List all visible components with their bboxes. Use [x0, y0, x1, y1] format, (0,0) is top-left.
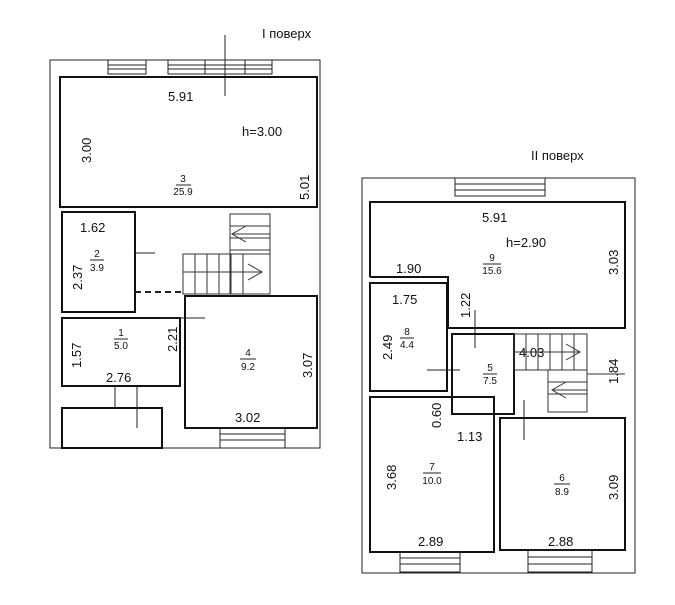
floor-2-plan	[361, 177, 636, 574]
room-8-area: 4.4	[400, 340, 414, 351]
room-6-width: 2.88	[548, 534, 573, 549]
room-1-outline	[61, 317, 181, 387]
stairs-length: 4.03	[519, 345, 544, 360]
floor-2-ceiling-height: h=2.90	[506, 235, 546, 250]
room-3-height: 3.00	[79, 138, 94, 163]
room-1-number: 1	[118, 328, 124, 339]
room-2-height: 2.37	[70, 265, 85, 290]
room-4-number: 4	[245, 348, 251, 359]
room-5-area: 7.5	[483, 376, 497, 387]
floor-1-ceiling-height: h=3.00	[242, 124, 282, 139]
room-1-area: 5.0	[114, 341, 128, 352]
room-8-height: 2.49	[380, 335, 395, 360]
room-8-width: 1.75	[392, 292, 417, 307]
room-2-outline	[61, 211, 136, 313]
room-1-side: 2.21	[165, 327, 180, 352]
room-3-side: 5.01	[297, 175, 312, 200]
floor-2-title: II поверх	[531, 148, 584, 163]
room-2-width: 1.62	[80, 220, 105, 235]
room-4-area: 9.2	[241, 362, 255, 373]
room-7-area: 10.0	[422, 476, 442, 487]
room-7-height: 3.68	[384, 465, 399, 490]
room-9-width: 5.91	[482, 210, 507, 225]
room-5-width: 1.13	[457, 429, 482, 444]
room-7-number: 7	[429, 462, 435, 473]
vestibule-outline	[61, 407, 163, 449]
room-3-outline	[59, 76, 318, 208]
room-2-number: 2	[94, 249, 100, 260]
room-6-area: 8.9	[555, 487, 569, 498]
room-6-number: 6	[559, 473, 565, 484]
floor-2-stairs	[513, 333, 625, 413]
room-5-side: 1.22	[458, 293, 473, 318]
room-2-area: 3.9	[90, 263, 104, 274]
room-7-width: 2.89	[418, 534, 443, 549]
room-8-outline	[369, 282, 448, 392]
floor-1-stairs	[182, 213, 271, 295]
room-9-number: 9	[489, 253, 495, 264]
room-6-bottom-window	[527, 549, 593, 573]
room-4-bottom-window	[219, 427, 286, 449]
room-6-height: 3.09	[606, 475, 621, 500]
floor-1-top-window	[107, 59, 273, 75]
room-1-height: 1.57	[69, 343, 84, 368]
room-3-width: 5.91	[168, 89, 193, 104]
room-9-area: 15.6	[482, 266, 502, 277]
room-5-extra: 0.60	[429, 403, 444, 428]
stairs-width: 1.84	[606, 359, 621, 384]
room-9-side: 1.90	[396, 261, 421, 276]
floor-1-title: I поверх	[262, 26, 312, 41]
room-3-number: 3	[180, 174, 186, 185]
floor-2-top-window	[454, 177, 546, 197]
room-8-number: 8	[404, 327, 410, 338]
floor-2-outline	[361, 177, 636, 574]
floor-1-plan	[49, 35, 321, 449]
room-3-area: 25.9	[173, 187, 193, 198]
room-1-width: 2.76	[106, 370, 131, 385]
room-4-height: 3.07	[300, 353, 315, 378]
room-5-outline	[451, 333, 515, 415]
room-7-bottom-window	[399, 551, 461, 573]
room-4-width: 3.02	[235, 410, 260, 425]
room-9-height: 3.03	[606, 250, 621, 275]
room-5-number: 5	[487, 363, 493, 374]
